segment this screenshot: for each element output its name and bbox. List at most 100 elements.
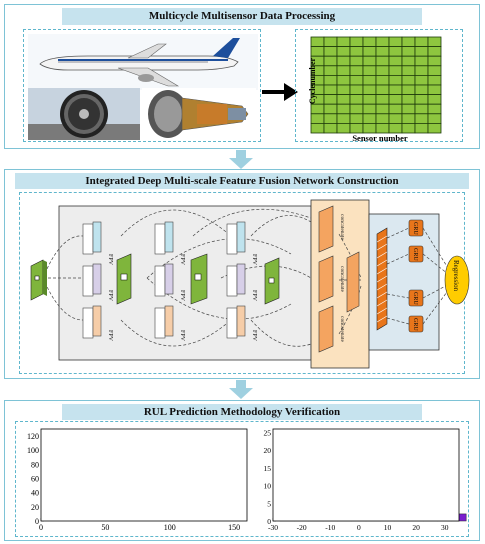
- matrix-cell: [388, 65, 403, 76]
- matrix-cell: [336, 65, 351, 76]
- verification-title: RUL Prediction Methodology Verification: [62, 404, 422, 420]
- matrix-cell: [349, 46, 364, 57]
- matrix-cell: [336, 46, 351, 57]
- fpv-label: FPV: [107, 254, 113, 266]
- down-arrow-1: [229, 150, 253, 169]
- regression-node: Regression: [444, 255, 470, 305]
- matrix-cell: [401, 46, 416, 57]
- matrix-cell: [401, 113, 416, 124]
- airplane-image: [28, 34, 258, 90]
- matrix-cell: [336, 103, 351, 115]
- gru-label: GRU: [412, 222, 418, 235]
- matrix-cell: [427, 65, 442, 76]
- y-tick-label: 120: [27, 432, 39, 441]
- aircraft-images-box: [23, 29, 261, 142]
- matrix-cell: [388, 46, 403, 57]
- matrix-cell: [388, 94, 403, 105]
- matrix-cell: [414, 75, 429, 86]
- data-processing-panel: Multicycle Multisensor Data Processing: [4, 4, 480, 149]
- matrix-cell: [414, 36, 429, 48]
- matrix-cell: [362, 36, 377, 48]
- matrix-cell: [427, 94, 442, 105]
- x-tick-label: 50: [101, 523, 109, 532]
- down-arrow-2: [229, 380, 253, 399]
- matrix-cell: [414, 94, 429, 105]
- x-tick-label: 150: [228, 523, 240, 532]
- matrix-cell: [323, 36, 338, 48]
- matrix-cell: [401, 103, 416, 115]
- hatched-feature-map: [376, 227, 388, 331]
- matrix-cell: [310, 36, 325, 48]
- matrix-cell: [388, 123, 403, 134]
- matrix-cell: [375, 46, 390, 57]
- matrix-cell: [427, 123, 442, 134]
- gru-label: GRU: [412, 292, 418, 305]
- matrix-cell: [310, 46, 325, 57]
- y-tick-label: 5: [267, 499, 271, 508]
- matrix-cell: [349, 113, 364, 124]
- verification-dashed-box: [15, 421, 469, 537]
- matrix-cell: [388, 75, 403, 86]
- x-tick-label: 10: [384, 523, 392, 532]
- stage3-output: [264, 257, 280, 305]
- x-tick-label: 30: [441, 523, 449, 532]
- matrix-cell: [375, 36, 390, 48]
- matrix-cell: [349, 84, 364, 96]
- fpv-label: FPV: [251, 330, 257, 342]
- matrix-cell: [323, 75, 338, 86]
- verification-panel: RUL Prediction Methodology Verification …: [4, 400, 480, 541]
- matrix-cell: [375, 55, 390, 67]
- gru-label: GRU: [412, 248, 418, 261]
- fpv-label: FPV: [179, 330, 185, 342]
- matrix-cell: [401, 36, 416, 48]
- matrix-cell: [336, 84, 351, 96]
- matrix-cell: [323, 94, 338, 105]
- y-tick-label: 20: [31, 503, 39, 512]
- processing-arrow: [262, 83, 298, 101]
- matrix-cell: [362, 46, 377, 57]
- matrix-x-label: Sensor number: [352, 133, 408, 143]
- matrix-cell: [349, 55, 364, 67]
- matrix-cell: [310, 113, 325, 124]
- matrix-cell: [388, 103, 403, 115]
- gru-label: GRU: [412, 318, 418, 331]
- y-tick-label: 80: [31, 460, 39, 469]
- matrix-cell: [336, 113, 351, 124]
- y-tick-label: 40: [31, 489, 39, 498]
- regression-label: Regression: [452, 260, 460, 292]
- matrix-cell: [323, 113, 338, 124]
- matrix-cell: [414, 65, 429, 76]
- matrix-cell: [362, 55, 377, 67]
- matrix-cell: [336, 55, 351, 67]
- stage2-blocks: [154, 221, 174, 339]
- matrix-cell: [427, 55, 442, 67]
- sensor-matrix: [310, 36, 442, 134]
- jet-engine-image: [28, 88, 140, 140]
- x-tick-label: 100: [164, 523, 176, 532]
- sensor-matrix-box: [295, 29, 463, 142]
- matrix-cell: [349, 103, 364, 115]
- matrix-cell: [427, 103, 442, 115]
- matrix-cell: [362, 84, 377, 96]
- x-tick-label: -10: [325, 523, 335, 532]
- plot-area: [272, 428, 460, 522]
- y-tick-label: 25: [264, 429, 272, 438]
- fpv-label: FPV: [107, 330, 113, 342]
- x-tick-label: -20: [297, 523, 307, 532]
- y-tick-label: 10: [264, 482, 272, 491]
- concatenate-label: concatenate: [339, 214, 345, 241]
- y-tick-label: 0: [35, 517, 39, 526]
- matrix-cell: [323, 84, 338, 96]
- matrix-cell: [388, 36, 403, 48]
- matrix-cell: [388, 84, 403, 96]
- matrix-cell: [388, 113, 403, 124]
- matrix-cell: [310, 123, 325, 134]
- fpv-label: FPV: [179, 254, 185, 266]
- matrix-cell: [375, 103, 390, 115]
- matrix-cell: [323, 103, 338, 115]
- matrix-cell: [336, 123, 351, 134]
- concatenate-label: concatenate: [339, 266, 345, 293]
- x-tick-label: 0: [357, 523, 361, 532]
